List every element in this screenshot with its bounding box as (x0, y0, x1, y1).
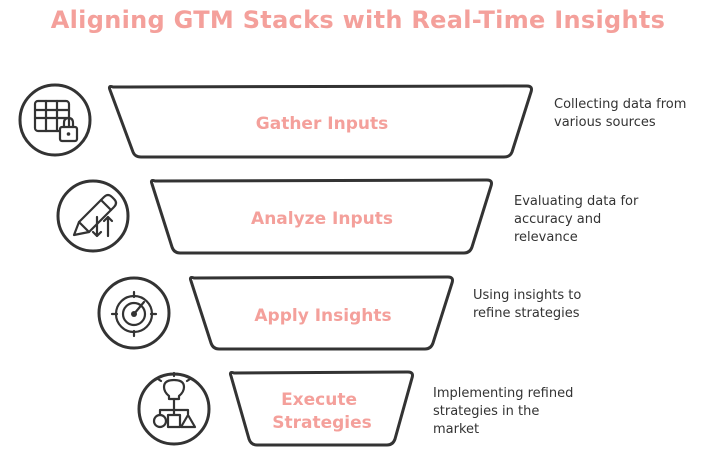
funnel-stage-2: Analyze Inputs (149, 178, 493, 255)
funnel-segment-4 (228, 370, 414, 447)
stage-icon-1 (18, 83, 92, 157)
target-gauge-icon (110, 290, 158, 338)
stage-label-3: Apply Insights (254, 306, 391, 326)
funnel-stage-4: Execute Strategies (228, 370, 414, 447)
funnel-stage-1: Gather Inputs (107, 84, 533, 159)
data-table-lock-icon (33, 99, 79, 143)
stage-label-4: Execute Strategies (272, 390, 372, 433)
pencil-sort-icon (72, 193, 118, 238)
idea-flowchart-icon (152, 371, 197, 429)
stage-description-1: Collecting data from various sources (554, 97, 691, 130)
stage-icon-2 (56, 179, 130, 253)
diagram-title: Aligning GTM Stacks with Real-Time Insig… (50, 6, 666, 34)
icon-circle-1 (18, 83, 92, 157)
funnel-segment-2 (149, 178, 493, 255)
funnel-segment-3 (188, 275, 454, 351)
stage-icon-3 (97, 276, 171, 350)
stage-description-4: Implementing refined strategies in the m… (433, 386, 577, 437)
stage-description-3: Using insights to refine strategies (473, 288, 585, 321)
funnel-segment-1 (107, 84, 533, 159)
stage-description-2: Evaluating data for accuracy and relevan… (514, 194, 642, 245)
stage-label-2: Analyze Inputs (251, 209, 393, 229)
funnel-stage-3: Apply Insights (188, 275, 454, 351)
stage-icon-4 (137, 371, 211, 446)
stage-label-1: Gather Inputs (256, 114, 388, 134)
icon-circle-2 (56, 179, 130, 253)
